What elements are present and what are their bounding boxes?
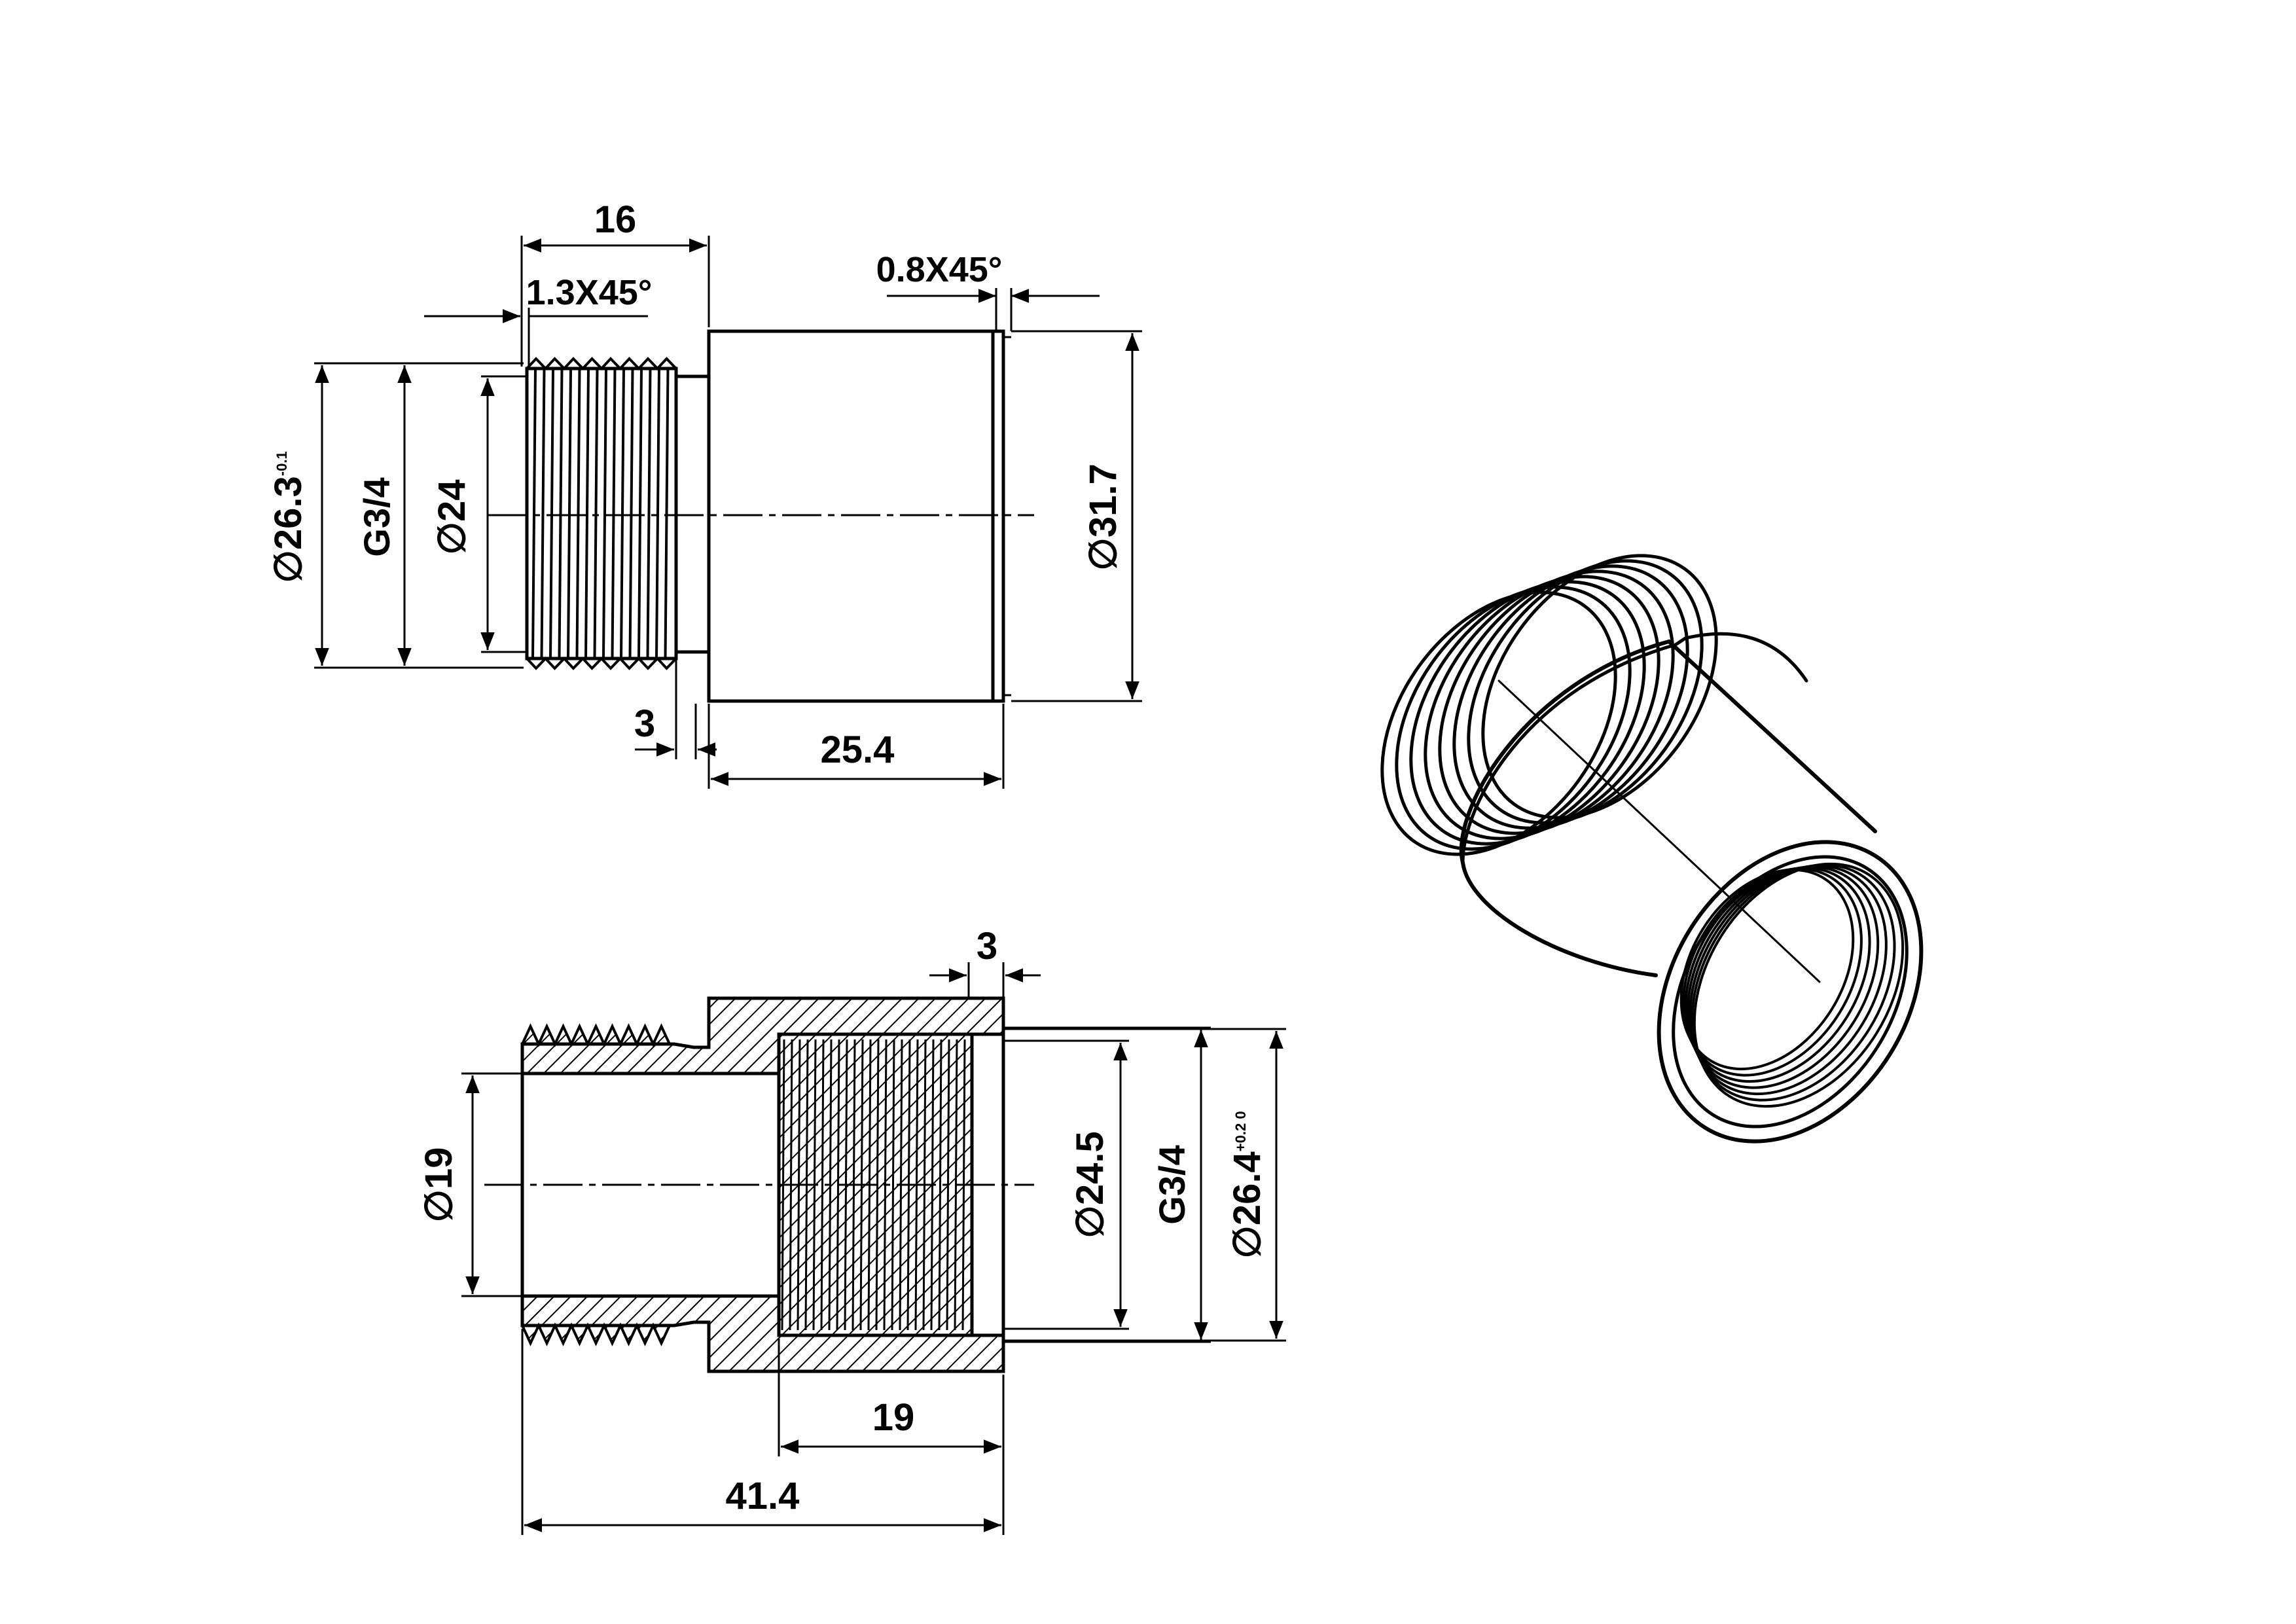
- iso-female-threads: [1679, 862, 1905, 1108]
- dim-thread-spec-male: G3/4: [356, 477, 397, 556]
- male-thread-lines: [526, 357, 677, 670]
- iso-front-inner-ring: [1672, 855, 1909, 1128]
- iso-male-threads: [1380, 554, 1808, 865]
- dia-inner-major-value: ∅26.4: [1226, 1151, 1268, 1258]
- isometric-view: [1380, 554, 1924, 1144]
- dim-female-depth: 19: [872, 1396, 915, 1439]
- dim-body-length: 25.4: [821, 729, 895, 771]
- dia-inner-major-tolerance: +0.2 0: [1232, 1111, 1249, 1151]
- iso-front-outer-ring: [1657, 840, 1924, 1144]
- dim-chamfer-right: 0.8X45°: [876, 250, 1003, 289]
- dim-chamfer-left: 1.3X45°: [526, 273, 653, 312]
- dim-root-dia: ∅24: [431, 479, 473, 554]
- male-thread-body: [525, 367, 678, 660]
- dim-thread-spec-female: G3/4: [1151, 1145, 1193, 1224]
- dim-body-dia: ∅31.7: [1082, 463, 1124, 570]
- external-thread-teeth: [521, 1023, 671, 1346]
- dim-thread-length: 16: [594, 198, 637, 241]
- iso-body-shell: [1459, 639, 1877, 977]
- iso-axis: [1498, 679, 1821, 983]
- hex-body: [707, 329, 1005, 703]
- section-view: 3 ∅19 ∅24.5 G3/4 ∅26.4+0.2 0 19 41.4: [418, 925, 1286, 1535]
- dim-inner-major-dia: ∅26.4+0.2 0: [1226, 1111, 1268, 1258]
- dim-inner-minor-dia: ∅24.5: [1069, 1131, 1111, 1238]
- dim-outer-thread-dia: ∅26.3-0.1: [267, 451, 310, 583]
- dim-relief-section: 3: [977, 925, 997, 967]
- dim-relief-side: 3: [634, 702, 655, 745]
- dim-total-length: 41.4: [726, 1475, 800, 1517]
- dia-outer-value: ∅26.3: [267, 476, 310, 583]
- dia-outer-tolerance: -0.1: [274, 451, 290, 476]
- side-view: 16 1.3X45° 0.8X45° ∅26.3-0.1 G3/4 ∅24 ∅3…: [267, 198, 1142, 789]
- dim-bore-dia: ∅19: [418, 1147, 460, 1222]
